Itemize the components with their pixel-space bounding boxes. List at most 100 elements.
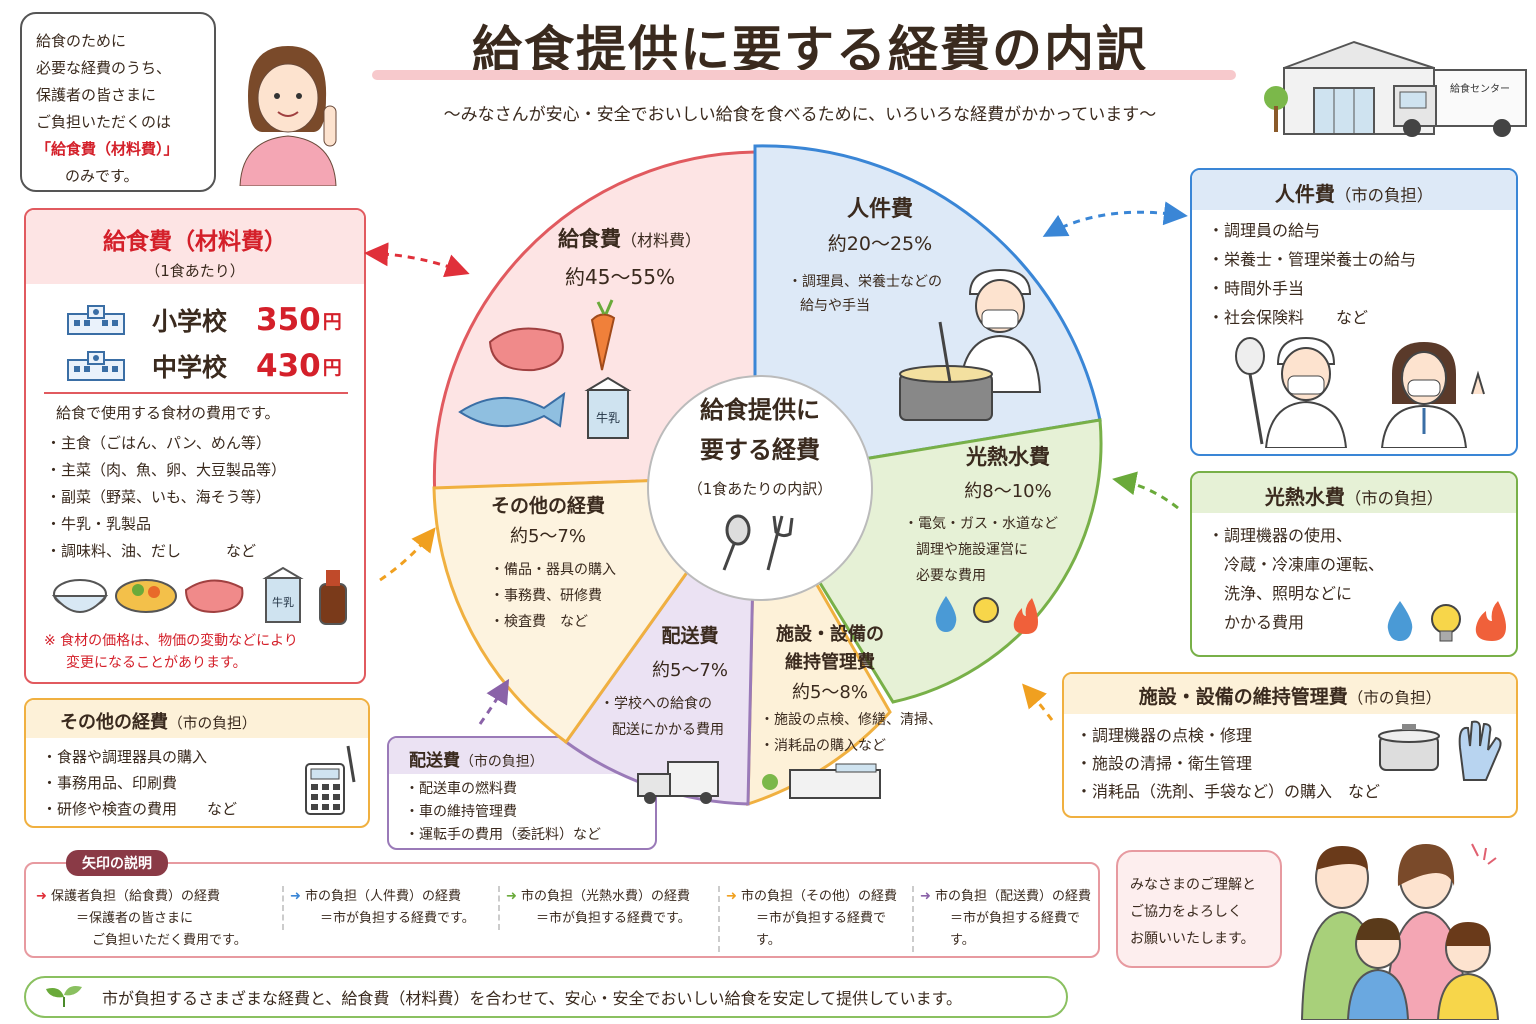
other-box-list: 食器や調理器具の購入 事務用品、印刷費 研修や検査の費用 など [42,744,237,822]
list-item: 研修や検査の費用 など [42,796,237,822]
pot-and-glove-icons [1378,720,1502,781]
spoon-fork-icon [722,514,794,571]
carrot-icon [590,299,616,371]
list-item: 調理員の給与 [1208,216,1416,245]
legend-item: ➜ 市の負担（人件費）の経費 ＝市が負担する経費です。 [282,886,492,930]
other-box-title-sub: （市の負担） [168,715,257,732]
staff-illustration [1235,336,1485,448]
footer-text: 市が負担するさまざまな経費と、給食費（材料費）を合わせて、安心・安全でおいしい給… [102,989,963,1008]
other-box-header: その他の経費（市の負担） [26,700,368,738]
arrow-facility [1022,683,1054,721]
fish-icon [458,391,566,428]
pie-other-desc3: ・検査費 など [490,614,588,630]
speech-line: ご負担いただくのは [36,113,172,131]
list-item: 栄養士・管理栄養士の給与 [1208,245,1416,274]
legend-item: ➜ 市の負担（配送費）の経費 ＝市が負担する経費です。 [912,886,1098,952]
water-drop-icon [1387,601,1413,641]
list-item: 冷蔵・冷凍庫の運転、 [1224,555,1385,574]
cost-pie-chart: 給食提供に 要する経費 （1食あたりの内訳） 給食費（材料費） 約45〜55% … [432,144,1103,807]
list-item: 運転手の費用（委託料）など [405,824,601,847]
speech-line: 保護者の皆さまに [36,86,157,104]
legend-line: 市の負担（人件費）の経費 [305,889,462,904]
pie-center-line3: （1食あたりの内訳） [688,480,833,498]
speech-line: 給食のために [36,32,127,50]
legend-item: ➜ 市の負担（その他）の経費 ＝市が負担する経費です。 [718,886,906,952]
list-item: ・調理機器の使用、 [1208,526,1353,545]
pie-facility-title2: 維持管理費 [785,651,875,673]
other-box-title: その他の経費 [60,712,168,733]
legend-line: ＝市が負担する経費です。 [756,911,887,948]
pie-utility-desc2: 調理や施設運営に [916,542,1028,558]
speech-line: ご協力をよろしく [1130,904,1242,920]
middle-label: 中学校 [152,353,228,382]
cook-illustration [899,268,1042,421]
delivery-box-title-sub: （市の負担） [460,754,544,770]
utility-box-header: 光熱水費（市の負担） [1192,473,1516,513]
list-item: 調理機器の点検・修理 [1076,722,1380,750]
kitchen-center-illustration: 給食センター [1264,40,1527,137]
school-icon [66,304,126,336]
pie-food-pct: 約45〜55% [565,265,675,289]
facility-box-header: 施設・設備の維持管理費（市の負担） [1064,674,1516,714]
facility-cost-box: 施設・設備の維持管理費（市の負担） 調理機器の点検・修理 施設の清掃・衛生管理 … [1062,672,1518,818]
pie-labor-title: 人件費 [847,197,913,222]
list-item: 配送車の燃料費 [405,778,601,801]
legend-line: ＝保護者の皆さまに [76,911,194,926]
pie-center-line1: 給食提供に [700,396,820,424]
list-item: 車の維持管理費 [405,801,601,824]
arrow-delivery [478,678,510,725]
page-title: 給食提供に要する経費の内訳 [472,21,1148,79]
labor-cost-box: 人件費（市の負担） 調理員の給与 栄養士・管理栄養士の給与 時間外手当 社会保険… [1190,168,1518,456]
pie-other-desc1: ・備品・器具の購入 [490,562,616,578]
calculator-icon [305,745,356,815]
list-item: かかる費用 [1224,613,1305,632]
labor-box-title: 人件費 [1274,182,1335,206]
labor-box-title-sub: （市の負担） [1334,186,1434,205]
arrow-legend: 矢印の説明 ➜ 保護者負担（給食費）の経費 ＝保護者の皆さまに ご負担いただく費… [24,850,1100,958]
list-item: 洗浄、照明などに [1224,584,1353,603]
speech-line: みなさまのご理解と [1130,877,1256,893]
list-item: 副菜（野菜、いも、海そう等） [46,484,286,511]
food-box-sub: （1食あたり） [145,262,245,280]
list-item: 社会保険料 など [1208,303,1416,332]
legend-title: 矢印の説明 [66,850,168,876]
pie-delivery-desc2: 配送にかかる費用 [612,722,724,738]
utility-box-list: ・調理機器の使用、 冷蔵・冷凍庫の運転、 洗浄、照明などに かかる費用 [1208,521,1384,637]
food-icons: 牛乳 [51,566,347,625]
speech-line: 必要な経費のうち、 [36,59,172,77]
pie-slice-labor [753,144,1102,479]
milk-carton-icon: 牛乳 [584,376,632,439]
speech-bubble-top: 給食のために 必要な経費のうち、 保護者の皆さまに ご負担いただくのは 「給食費… [20,12,216,192]
elementary-price: 350 [256,302,321,338]
pie-other-pct: 約5〜7% [510,526,586,547]
pie-labor-pct: 約20〜25% [828,233,932,255]
food-box-desc: 給食で使用する食材の費用です。 [56,404,280,422]
truck-label: 給食センター [1450,82,1510,95]
legend-line: 市の負担（配送費）の経費 [935,889,1092,904]
list-item: 事務用品、印刷費 [42,770,237,796]
list-item: 施設の清掃・衛生管理 [1076,750,1380,778]
milk-label: 牛乳 [596,410,620,425]
facility-box-list: 調理機器の点検・修理 施設の清掃・衛生管理 消耗品（洗剤、手袋など）の購入 など [1076,722,1380,806]
arrow-other [379,527,436,582]
middle-price: 430 [256,348,321,384]
facility-box-title-sub: （市の負担） [1347,689,1442,707]
legend-line: ＝市が負担する経費です。 [950,911,1081,948]
sprout-icon [46,986,82,1007]
speech-bubble-bottom: みなさまのご理解と ご協力をよろしく お願いいたします。 [1116,850,1282,968]
list-item: 時間外手当 [1208,274,1416,303]
note-line: ※ 食材の価格は、物価の変動などにより [44,633,298,649]
pie-food-title: 給食費（材料費） [558,227,701,251]
legend-arrow-icon: ➜ [290,889,301,904]
elementary-unit: 円 [322,310,342,333]
pie-delivery-pct: 約5〜7% [652,660,728,681]
water-drop-icon [935,596,957,632]
title-underline [372,70,1236,80]
labor-box-list: 調理員の給与 栄養士・管理栄養士の給与 時間外手当 社会保険料 など [1208,216,1416,332]
legend-line: ご負担いただく費用です。 [92,933,247,948]
middle-price-row: 中学校 430 円 [66,346,342,386]
facility-building-icon [762,763,881,799]
legend-item: ➜ 市の負担（光熱水費）の経費 ＝市が負担する経費です。 [498,886,712,930]
footer-banner: 市が負担するさまざまな経費と、給食費（材料費）を合わせて、安心・安全でおいしい給… [24,976,1068,1018]
